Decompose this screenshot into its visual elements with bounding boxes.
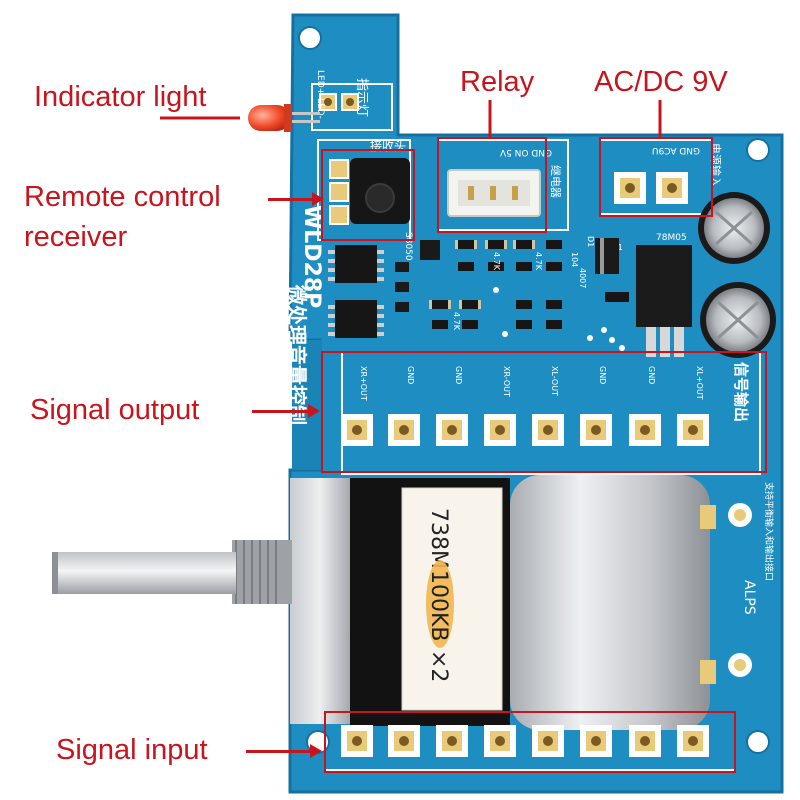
resistor-silk-1: 4.7K [492,252,501,271]
output-arrow-head [308,404,320,418]
signal-input-label: Signal input [56,734,208,766]
ic-chips: S8050 [328,232,440,338]
power-label: AC/DC 9V [594,66,728,98]
output-pad-7-hole [640,425,650,435]
output-pad-6-hole [591,425,601,435]
remote-label-line2: receiver [24,221,128,253]
output-pin-label-4: XR-OUT [502,366,511,397]
input-pad-8-hole [688,736,698,746]
power-silk-pins: GND AC9U [652,145,700,155]
resistor-silk-3: 4.7K [452,312,461,331]
output-pad-1-hole [352,425,362,435]
relay-silk-pins: GND ON 5V [499,147,552,157]
cap-silk: 104 [570,252,579,267]
power-frame [599,137,713,217]
led-silk-cn: 指示灯 [354,78,369,117]
output-silk-cn: 信号输出 [732,362,750,422]
resistor-silk-2: 4.7K [534,252,543,271]
input-arrow-line [246,750,312,753]
capacitors [698,192,776,358]
led-silk-pins: LED+ LED- [315,70,325,119]
input-pad-2-hole [399,736,409,746]
pot-label-prefix: 738M [426,508,451,569]
ir-receiver: 接收头 [317,138,411,241]
alps-silk: ALPS [741,580,757,615]
relay-silk-cn: 继电器 [549,165,562,198]
motor-potentiometer: 738M 100KB ×2 ALPS 支持平衡输入和输出接口 [52,475,775,730]
pot-label-suffix: ×2 [426,650,451,682]
annotation-leaders [160,100,662,138]
signal-output-block: 信号输出 XR+OUT GND GND XR-OUT XL-OUT GND GND XL+OU… [341,351,761,475]
output-pad-3-hole [447,425,457,435]
led-header: 指示灯 LED+ LED- [311,70,393,131]
input-arrow-head [310,744,322,758]
relay-connector: GND ON 5V 继电器 [437,139,569,231]
input-pad-7-hole [640,736,650,746]
relay-frame [437,137,547,233]
board-model: WLD28P [299,205,324,308]
pot-label: 738M 100KB ×2 [426,508,454,682]
output-pad-4-hole [495,425,505,435]
annotation-frames [321,137,767,773]
balance-note-silk: 支持平衡输入和输出接口 [763,482,775,581]
input-pad-5-hole [543,736,553,746]
via-dots [493,287,625,351]
diode-ref-silk: D1 [586,236,595,247]
input-pad-1-hole [352,736,362,746]
indicator-light-label: Indicator light [34,81,207,113]
remote-arrow-line [268,198,314,201]
output-pin-label-6: GND [598,366,607,384]
signal-output-label: Signal output [30,394,200,426]
diode-silk: 4007 [578,268,587,288]
led-component [248,104,320,132]
input-pad-4-hole [495,736,505,746]
output-pin-label-2: GND [406,366,415,384]
board-model-cn: 微处理音量控制 [285,284,309,425]
input-pad-6-hole [591,736,601,746]
transistor-silk: S8050 [403,232,413,261]
input-pad-3-hole [447,736,457,746]
output-pin-label-5: XL-OUT [550,366,559,396]
output-pad-2-hole [399,425,409,435]
relay-label: Relay [460,66,535,98]
output-pin-label-8: XL+OUT [695,366,704,400]
output-pin-label-7: GND [647,366,656,384]
remote-label-line1: Remote control [24,181,221,213]
smd-components: 4.7K 4.7K 4.7K 104 C1 D1 4007 [429,236,629,331]
input-frame [324,711,736,773]
output-frame [321,351,767,473]
voltage-regulator: 78M05 [636,233,692,357]
output-pin-label-1: XR+OUT [359,366,368,401]
output-pin-label-3: GND [454,366,463,384]
pot-label-value: 100KB [426,570,451,642]
output-pad-5-hole [543,425,553,435]
regulator-silk: 78M05 [656,233,687,243]
output-pad-8-hole [688,425,698,435]
remote-arrow-head [312,192,324,206]
output-arrow-line [252,410,310,413]
